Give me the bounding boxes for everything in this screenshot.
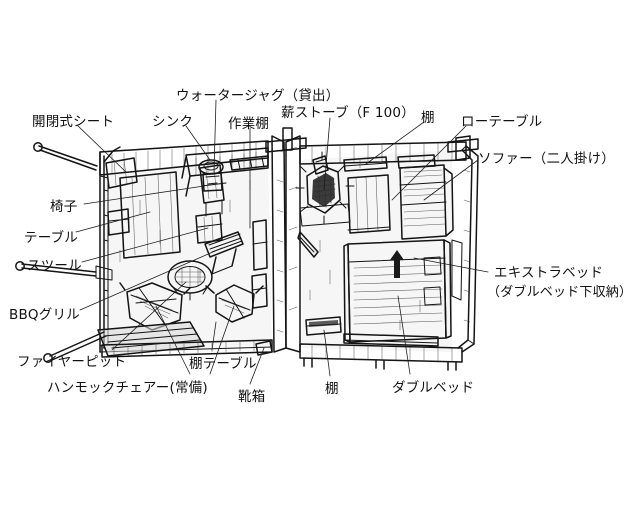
label-fire-pit: ファイヤーピット xyxy=(17,354,127,370)
low-table xyxy=(347,174,391,234)
wood-stove xyxy=(295,151,355,225)
leader-wood-stove xyxy=(323,117,331,191)
label-shelf-bottom: 棚 xyxy=(325,381,339,397)
label-shoe-box: 靴箱 xyxy=(238,389,266,405)
label-wood-stove: 薪ストーブ（F 100） xyxy=(281,105,415,121)
leader-kaiheishiki-seat xyxy=(77,125,127,173)
shelf-top-left xyxy=(343,156,388,172)
sofa-two-seater xyxy=(399,164,454,240)
left-room-floor xyxy=(100,158,272,352)
leader-shelf-bottom xyxy=(323,329,331,377)
label-table: テーブル xyxy=(24,230,78,246)
leader-extra-bed xyxy=(413,257,489,273)
leader-double-bed xyxy=(397,295,411,375)
tent-feet xyxy=(303,357,457,371)
label-sink: シンク xyxy=(152,114,194,130)
leader-water-jug xyxy=(213,99,217,173)
hammock-chair-left xyxy=(119,282,191,331)
leader-table xyxy=(75,211,151,233)
leader-shelf-top xyxy=(365,121,425,165)
shelf-table-left-room xyxy=(252,219,268,271)
shelf-bottom-right xyxy=(305,316,342,336)
label-kaiheishiki-seat: 開閉式シート xyxy=(32,114,115,130)
leader-hammock-right xyxy=(209,305,235,375)
retractable-awning-pole xyxy=(33,142,121,171)
left-deck-floorboards xyxy=(43,321,205,363)
right-front-sill-hatch xyxy=(311,344,453,363)
leaning-board xyxy=(297,231,319,258)
leader-fire-pit xyxy=(111,281,187,351)
right-wall-panel xyxy=(451,239,463,301)
leader-sink xyxy=(185,125,211,161)
label-work-shelf: 作業棚 xyxy=(228,116,270,132)
label-sofa: ソファー（二人掛け） xyxy=(478,151,615,167)
shoe-box xyxy=(255,340,273,356)
label-bbq-grill: BBQグリル xyxy=(9,307,80,323)
leader-shelf-table xyxy=(211,321,217,351)
label-extra-bed-line2: （ダブルベッド下収納） xyxy=(487,285,633,300)
right-room-group xyxy=(295,135,479,371)
label-extra-bed-line1: エキストラベッド xyxy=(494,265,604,281)
left-room-outer-wall xyxy=(99,151,105,353)
extra-bed-arrow xyxy=(390,250,404,278)
label-shelf-table: 棚テーブル xyxy=(189,356,257,372)
label-water-jug: ウォータージャグ（貸出） xyxy=(176,88,340,104)
label-chair: 椅子 xyxy=(50,199,78,215)
leader-bbq-grill xyxy=(79,247,223,311)
water-jug xyxy=(202,172,223,192)
kitchen-counter-run xyxy=(181,147,269,197)
shelf-table-lower xyxy=(251,273,268,309)
label-double-bed: ダブルベッド xyxy=(392,380,475,396)
leader-sofa xyxy=(423,159,479,201)
label-stool: スツール xyxy=(27,258,82,274)
leader-hammock-left xyxy=(155,305,191,375)
right-room-back-wall xyxy=(299,141,467,165)
leader-shoe-box xyxy=(249,347,265,385)
lower-awning-pole xyxy=(15,261,113,281)
left-front-sill-hatch xyxy=(113,340,255,357)
left-room-group xyxy=(15,140,273,363)
right-room-outer-wall xyxy=(461,145,479,353)
label-low-table: ローテーブル xyxy=(461,114,543,130)
hammock-chair-right xyxy=(205,284,264,323)
leader-chair xyxy=(83,185,205,205)
leader-low-table xyxy=(391,125,467,201)
label-hammock-chair: ハンモックチェアー(常備) xyxy=(47,380,208,396)
label-shelf-top: 棚 xyxy=(421,110,435,126)
leader-lines xyxy=(75,99,489,385)
right-room-front-sill xyxy=(299,343,463,363)
leader-stool xyxy=(81,227,209,263)
